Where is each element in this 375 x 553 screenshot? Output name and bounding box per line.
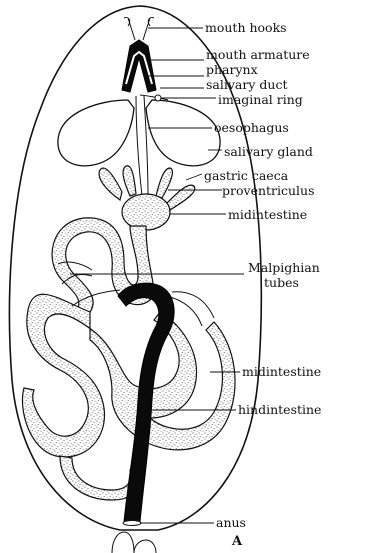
label-imaginal-ring: imaginal ring (218, 92, 303, 107)
label-proventriculus: proventriculus (222, 183, 315, 198)
label-gastric-caeca: gastric caeca (204, 168, 289, 183)
label-anus: anus (216, 515, 246, 530)
label-hindintestine: hindintestine (238, 402, 321, 417)
label-midintestine-upper: midintestine (228, 207, 307, 222)
label-salivary-duct: salivary duct (206, 77, 287, 92)
label-panel-letter: A (231, 534, 243, 549)
label-pharynx: pharynx (206, 62, 258, 77)
label-oesophagus: oesophagus (214, 120, 289, 135)
posterior-lobes (112, 532, 156, 553)
label-malpighian-tubes: tubes (264, 275, 299, 290)
label-mouth-armature: mouth armature (206, 47, 310, 62)
label-mouth-hooks: mouth hooks (205, 20, 287, 35)
label-salivary-gland: salivary gland (224, 144, 313, 159)
imaginal-ring-shape (155, 95, 161, 101)
label-midintestine-lower: midintestine (242, 364, 321, 379)
proventriculus-shape (122, 194, 170, 230)
anus-shape (123, 521, 141, 526)
label-malpighian: Malpighian (248, 260, 320, 275)
